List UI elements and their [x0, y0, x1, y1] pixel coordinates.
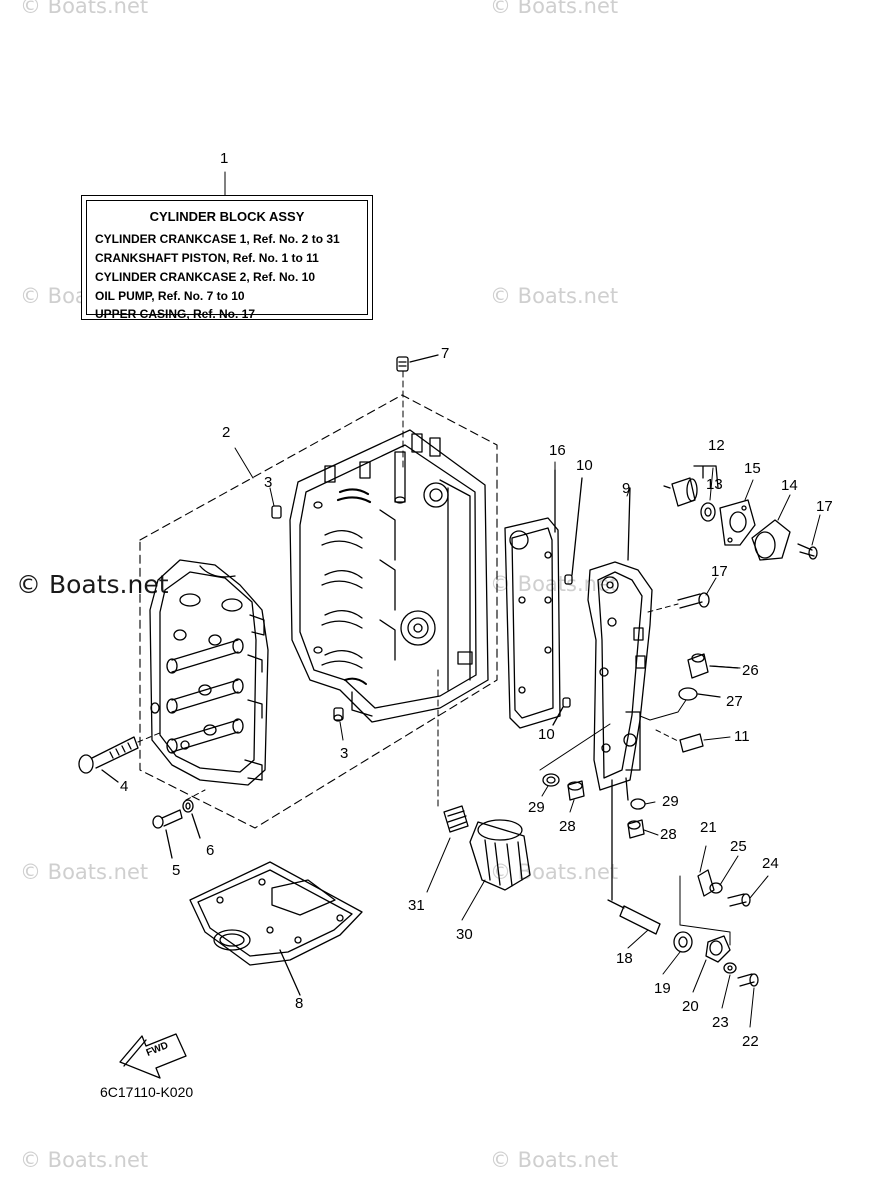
callout-29: 29 — [662, 793, 679, 810]
callout-5: 5 — [172, 862, 181, 879]
callout-15: 15 — [744, 460, 761, 477]
watermark: © Boats.net — [20, 0, 149, 18]
callout-24: 24 — [762, 855, 779, 872]
callout-7: 7 — [441, 345, 450, 362]
callout-2: 2 — [222, 424, 231, 441]
diagram-code: 6C17110-K020 — [100, 1084, 194, 1100]
fwd-arrow-shape — [119, 1033, 187, 1079]
callout-4: 4 — [120, 778, 129, 795]
info-box-line: CRANKSHAFT PISTON, Ref. No. 1 to 11 — [95, 251, 319, 265]
callout-10: 10 — [576, 457, 593, 474]
callout-26: 26 — [742, 662, 759, 679]
callout-28: 28 — [660, 826, 677, 843]
bolt-7 — [396, 354, 439, 471]
dowel-pin-10 — [552, 477, 583, 726]
fitting-11 — [655, 729, 704, 753]
callout-11: 11 — [734, 728, 750, 745]
watermark: © Boats.net — [490, 1148, 619, 1172]
callout-30: 30 — [456, 926, 473, 943]
assembly-dashed-outline — [139, 394, 498, 829]
leader-lines — [224, 171, 821, 1028]
thermostat-parts — [663, 465, 818, 561]
dowel-pin — [271, 505, 344, 721]
gasket-16 — [504, 469, 561, 729]
callout-12: 12 — [708, 437, 725, 454]
callout-22: 22 — [742, 1033, 759, 1050]
info-box-title: CYLINDER BLOCK ASSY — [149, 209, 305, 224]
info-box-line: UPPER CASING, Ref. No. 17 — [95, 307, 256, 321]
callout-13: 13 — [706, 476, 723, 493]
callout-6: 6 — [206, 842, 215, 859]
info-box-line: CYLINDER CRANKCASE 1, Ref. No. 2 to 31 — [95, 232, 340, 246]
oil-pump-cover — [587, 487, 653, 791]
callout-29: 29 — [528, 799, 545, 816]
bolt-5-washer-6 — [152, 789, 206, 859]
callout-17: 17 — [816, 498, 833, 515]
sensor-parts — [673, 869, 759, 987]
assembly-info-box: CYLINDER BLOCK ASSY CYLINDER CRANKCASE 1… — [81, 195, 373, 321]
oil-filter — [437, 669, 531, 891]
callout-1: 1 — [220, 150, 229, 167]
callout-3: 3 — [264, 474, 273, 491]
watermark: © Boats.net — [20, 1148, 149, 1172]
cylinder-block — [289, 429, 489, 723]
info-box-line: OIL PUMP, Ref. No. 7 to 10 — [95, 289, 245, 303]
callout-19: 19 — [654, 980, 671, 997]
callout-16: 16 — [549, 442, 566, 459]
callout-21: 21 — [700, 819, 717, 836]
watermark: © Boats.net — [16, 570, 169, 599]
cover-gasket-8 — [189, 861, 363, 996]
callout-23: 23 — [712, 1014, 729, 1031]
callout-9: 9 — [622, 480, 631, 497]
callout-14: 14 — [781, 477, 798, 494]
callout-18: 18 — [616, 950, 633, 967]
callout-17: 17 — [711, 563, 728, 580]
watermark: © Boats.net — [490, 572, 619, 596]
callout-10: 10 — [538, 726, 555, 743]
callout-20: 20 — [682, 998, 699, 1015]
callout-28: 28 — [559, 818, 576, 835]
bolt-4 — [78, 731, 163, 783]
callout-25: 25 — [730, 838, 747, 855]
callout-27: 27 — [726, 693, 743, 710]
washers-and-plugs — [539, 723, 646, 839]
watermark: © Boats.net — [490, 0, 619, 18]
info-box-line: CYLINDER CRANKCASE 2, Ref. No. 10 — [95, 270, 316, 284]
callout-8: 8 — [295, 995, 304, 1012]
crankcase-left-block — [149, 559, 269, 786]
bolt-17 — [647, 592, 710, 613]
callout-3: 3 — [340, 745, 349, 762]
strainer-18 — [607, 779, 661, 935]
plug-26-oring-27 — [639, 653, 739, 721]
callout-31: 31 — [408, 897, 425, 914]
watermark: © Boats.net — [20, 860, 149, 884]
watermark: © Boats.net — [490, 284, 619, 308]
